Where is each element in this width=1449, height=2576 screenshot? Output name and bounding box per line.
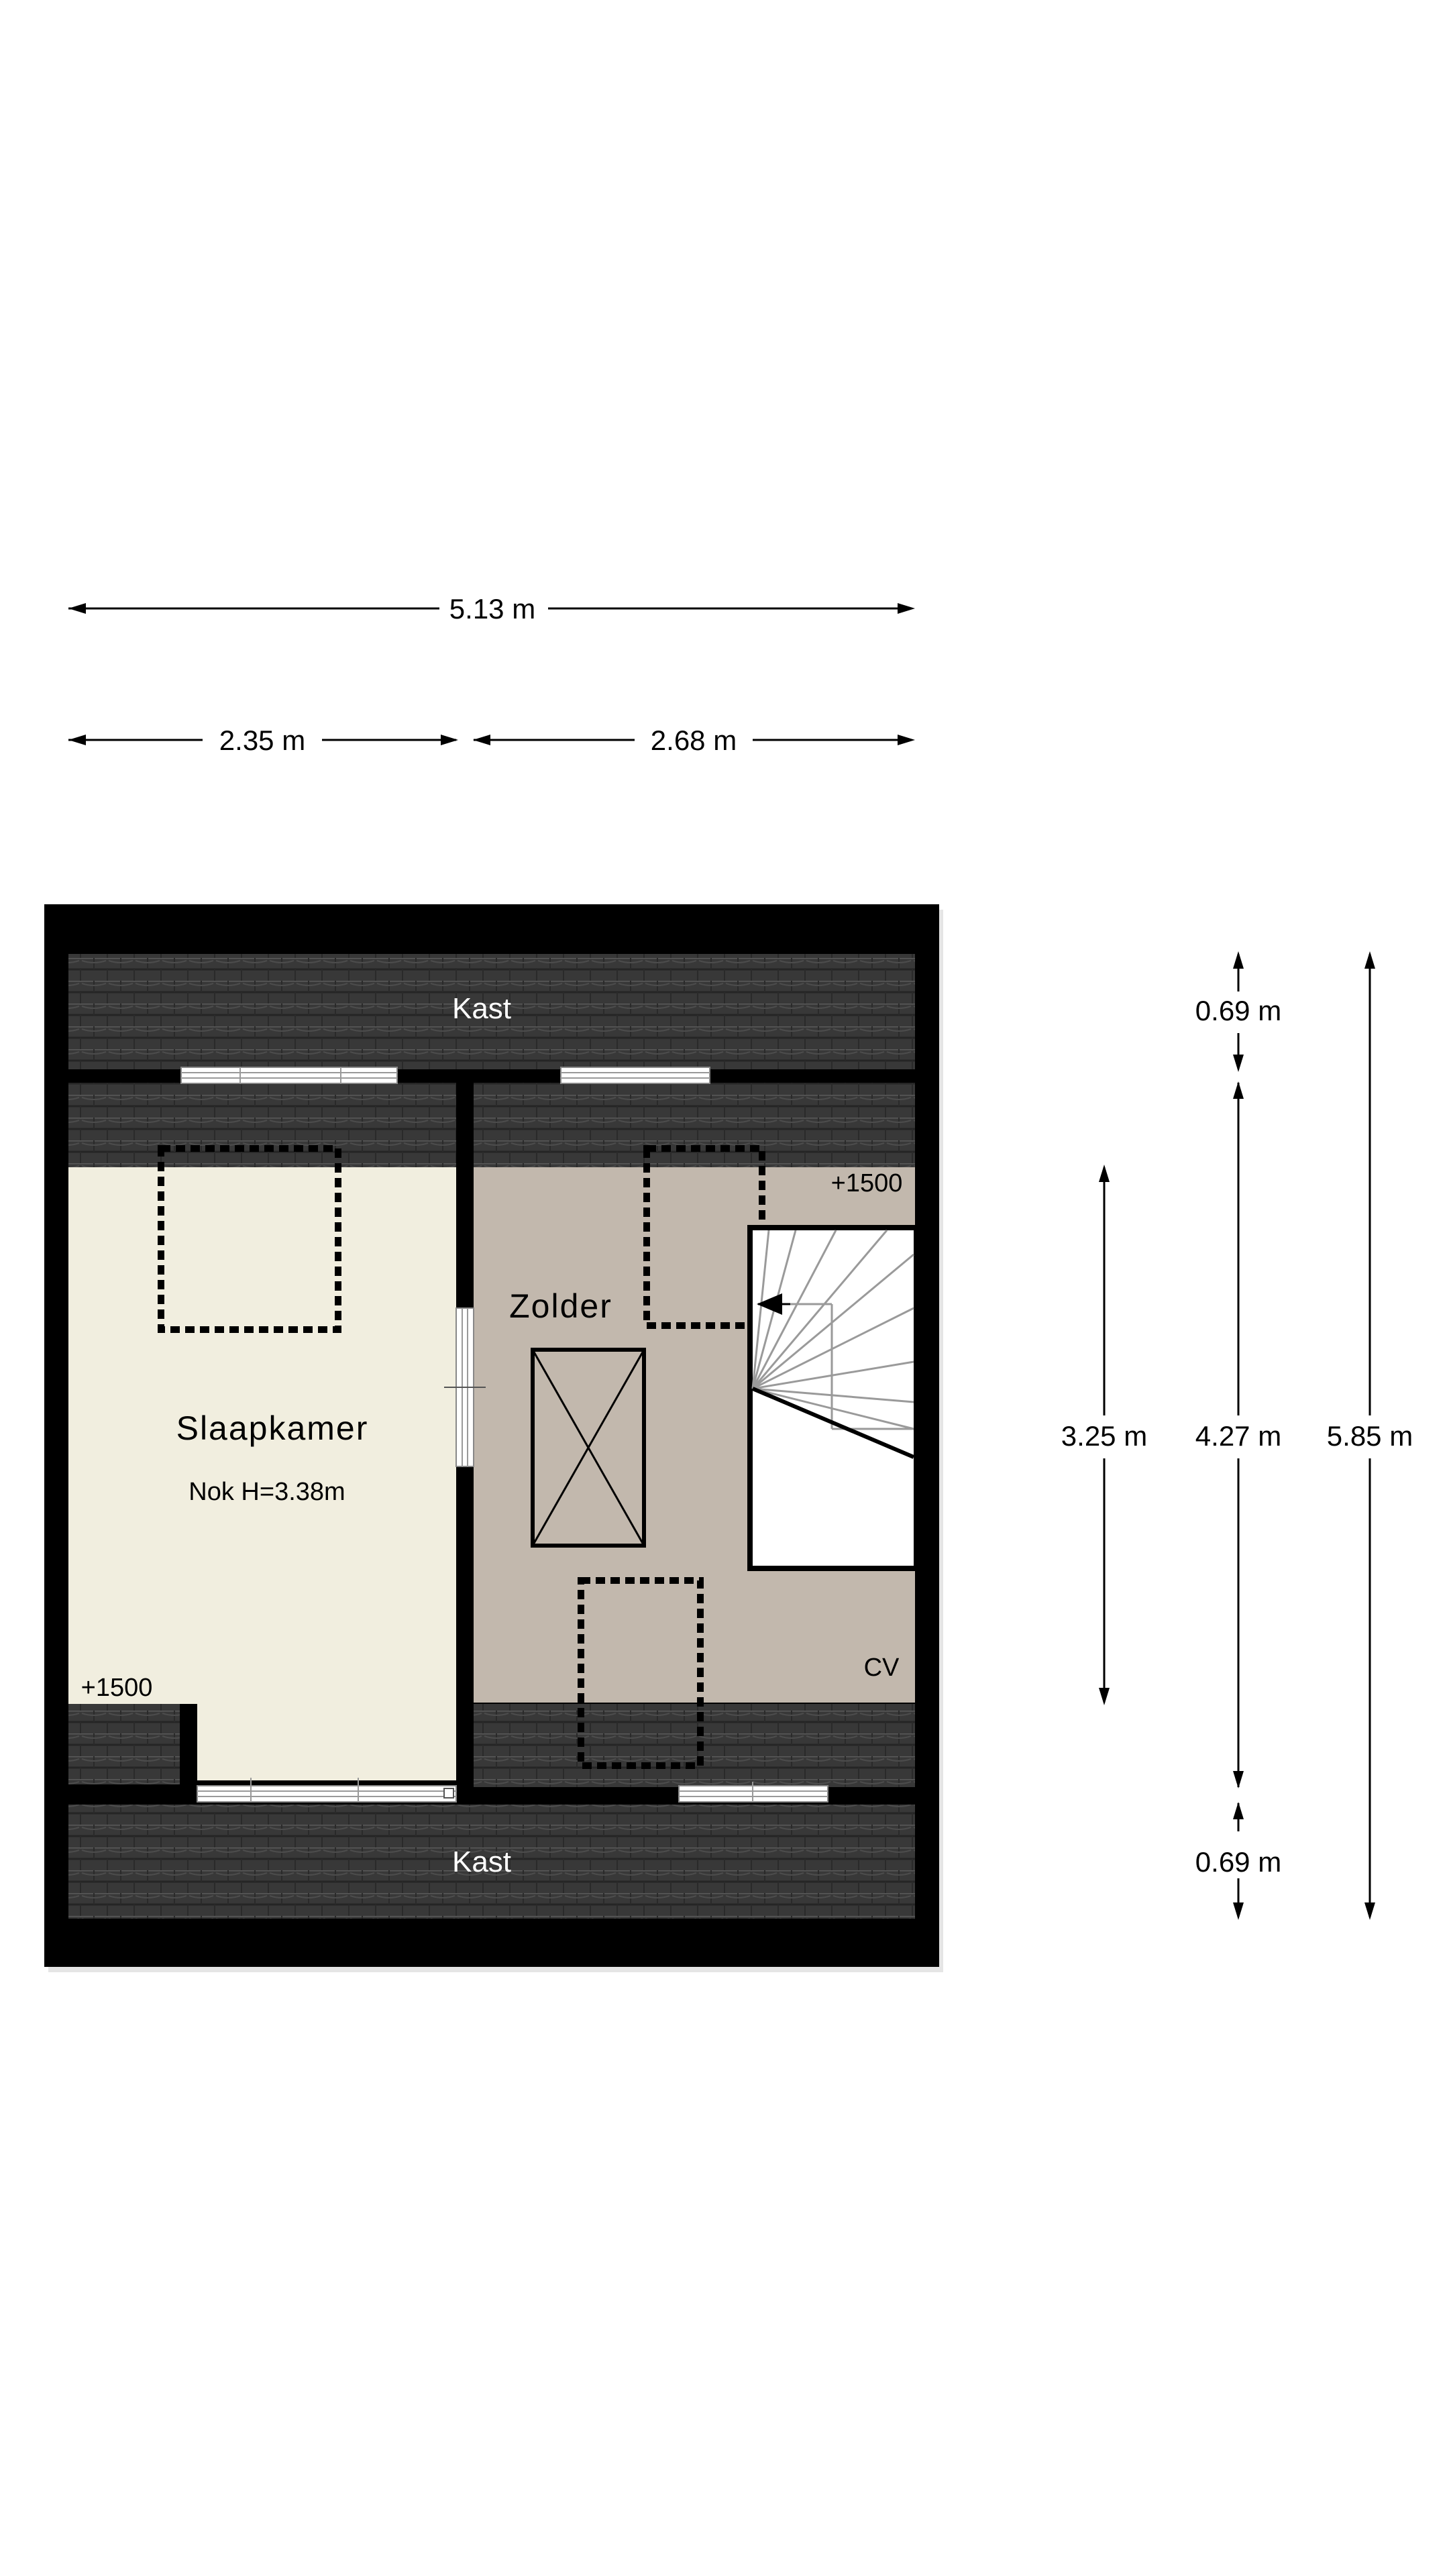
skylight-zolder-top — [643, 1145, 765, 1329]
dim-right-width: 2.68 m — [473, 724, 915, 756]
dim-top-depth: 0.69 m — [1195, 951, 1281, 1072]
roof-slope-bottom-right — [474, 1704, 915, 1788]
dim-total-depth-label: 5.85 m — [1327, 1420, 1413, 1452]
height-mark-left: +1500 — [81, 1674, 153, 1702]
dim-total-width-label: 5.13 m — [449, 593, 535, 625]
zolder-label: Zolder — [509, 1287, 612, 1325]
window-top-right — [560, 1067, 710, 1084]
cv-label: CV — [864, 1654, 900, 1682]
dim-total-depth: 5.85 m — [1327, 951, 1413, 1920]
kast-top-label: Kast — [452, 992, 511, 1025]
attic-hatch — [531, 1348, 646, 1548]
dim-zolder-height-label: 3.25 m — [1061, 1420, 1147, 1452]
window-bottom-right — [678, 1782, 828, 1803]
skylight-slaapkamer — [158, 1145, 341, 1333]
staircase — [747, 1225, 916, 1571]
window-bottom-left — [197, 1778, 457, 1803]
dim-bottom-depth-label: 0.69 m — [1195, 1846, 1281, 1878]
dim-top-depth-label: 0.69 m — [1195, 995, 1281, 1026]
kast-bottom-area — [68, 1805, 915, 1919]
skylight-zolder-bottom — [578, 1577, 704, 1769]
dim-left-width-label: 2.35 m — [219, 724, 305, 756]
dim-middle-depth-label: 4.27 m — [1195, 1420, 1281, 1452]
kast-bottom-label: Kast — [452, 1845, 511, 1878]
roof-slope-bottom-left — [68, 1704, 180, 1784]
partition-door — [444, 1307, 486, 1467]
slaapkamer-label: Slaapkamer — [176, 1409, 369, 1447]
kast-top-area — [68, 954, 915, 1069]
building: Kast Kast Slaapkamer Nok H=3.38m Zolder … — [44, 904, 943, 1972]
dim-zolder-height: 3.25 m — [1061, 1165, 1147, 1705]
nok-height-label: Nok H=3.38m — [189, 1478, 345, 1506]
dim-right-width-label: 2.68 m — [651, 724, 737, 756]
window-top-left — [180, 1067, 398, 1084]
dim-total-width: 5.13 m — [68, 593, 915, 625]
slaapkamer-floor — [68, 1167, 456, 1780]
dim-bottom-depth: 0.69 m — [1195, 1802, 1281, 1920]
height-mark-right: +1500 — [831, 1169, 903, 1197]
roof-slope-top — [68, 1083, 915, 1167]
dim-left-width: 2.35 m — [68, 724, 458, 756]
dim-middle-depth: 4.27 m — [1195, 1081, 1281, 1788]
